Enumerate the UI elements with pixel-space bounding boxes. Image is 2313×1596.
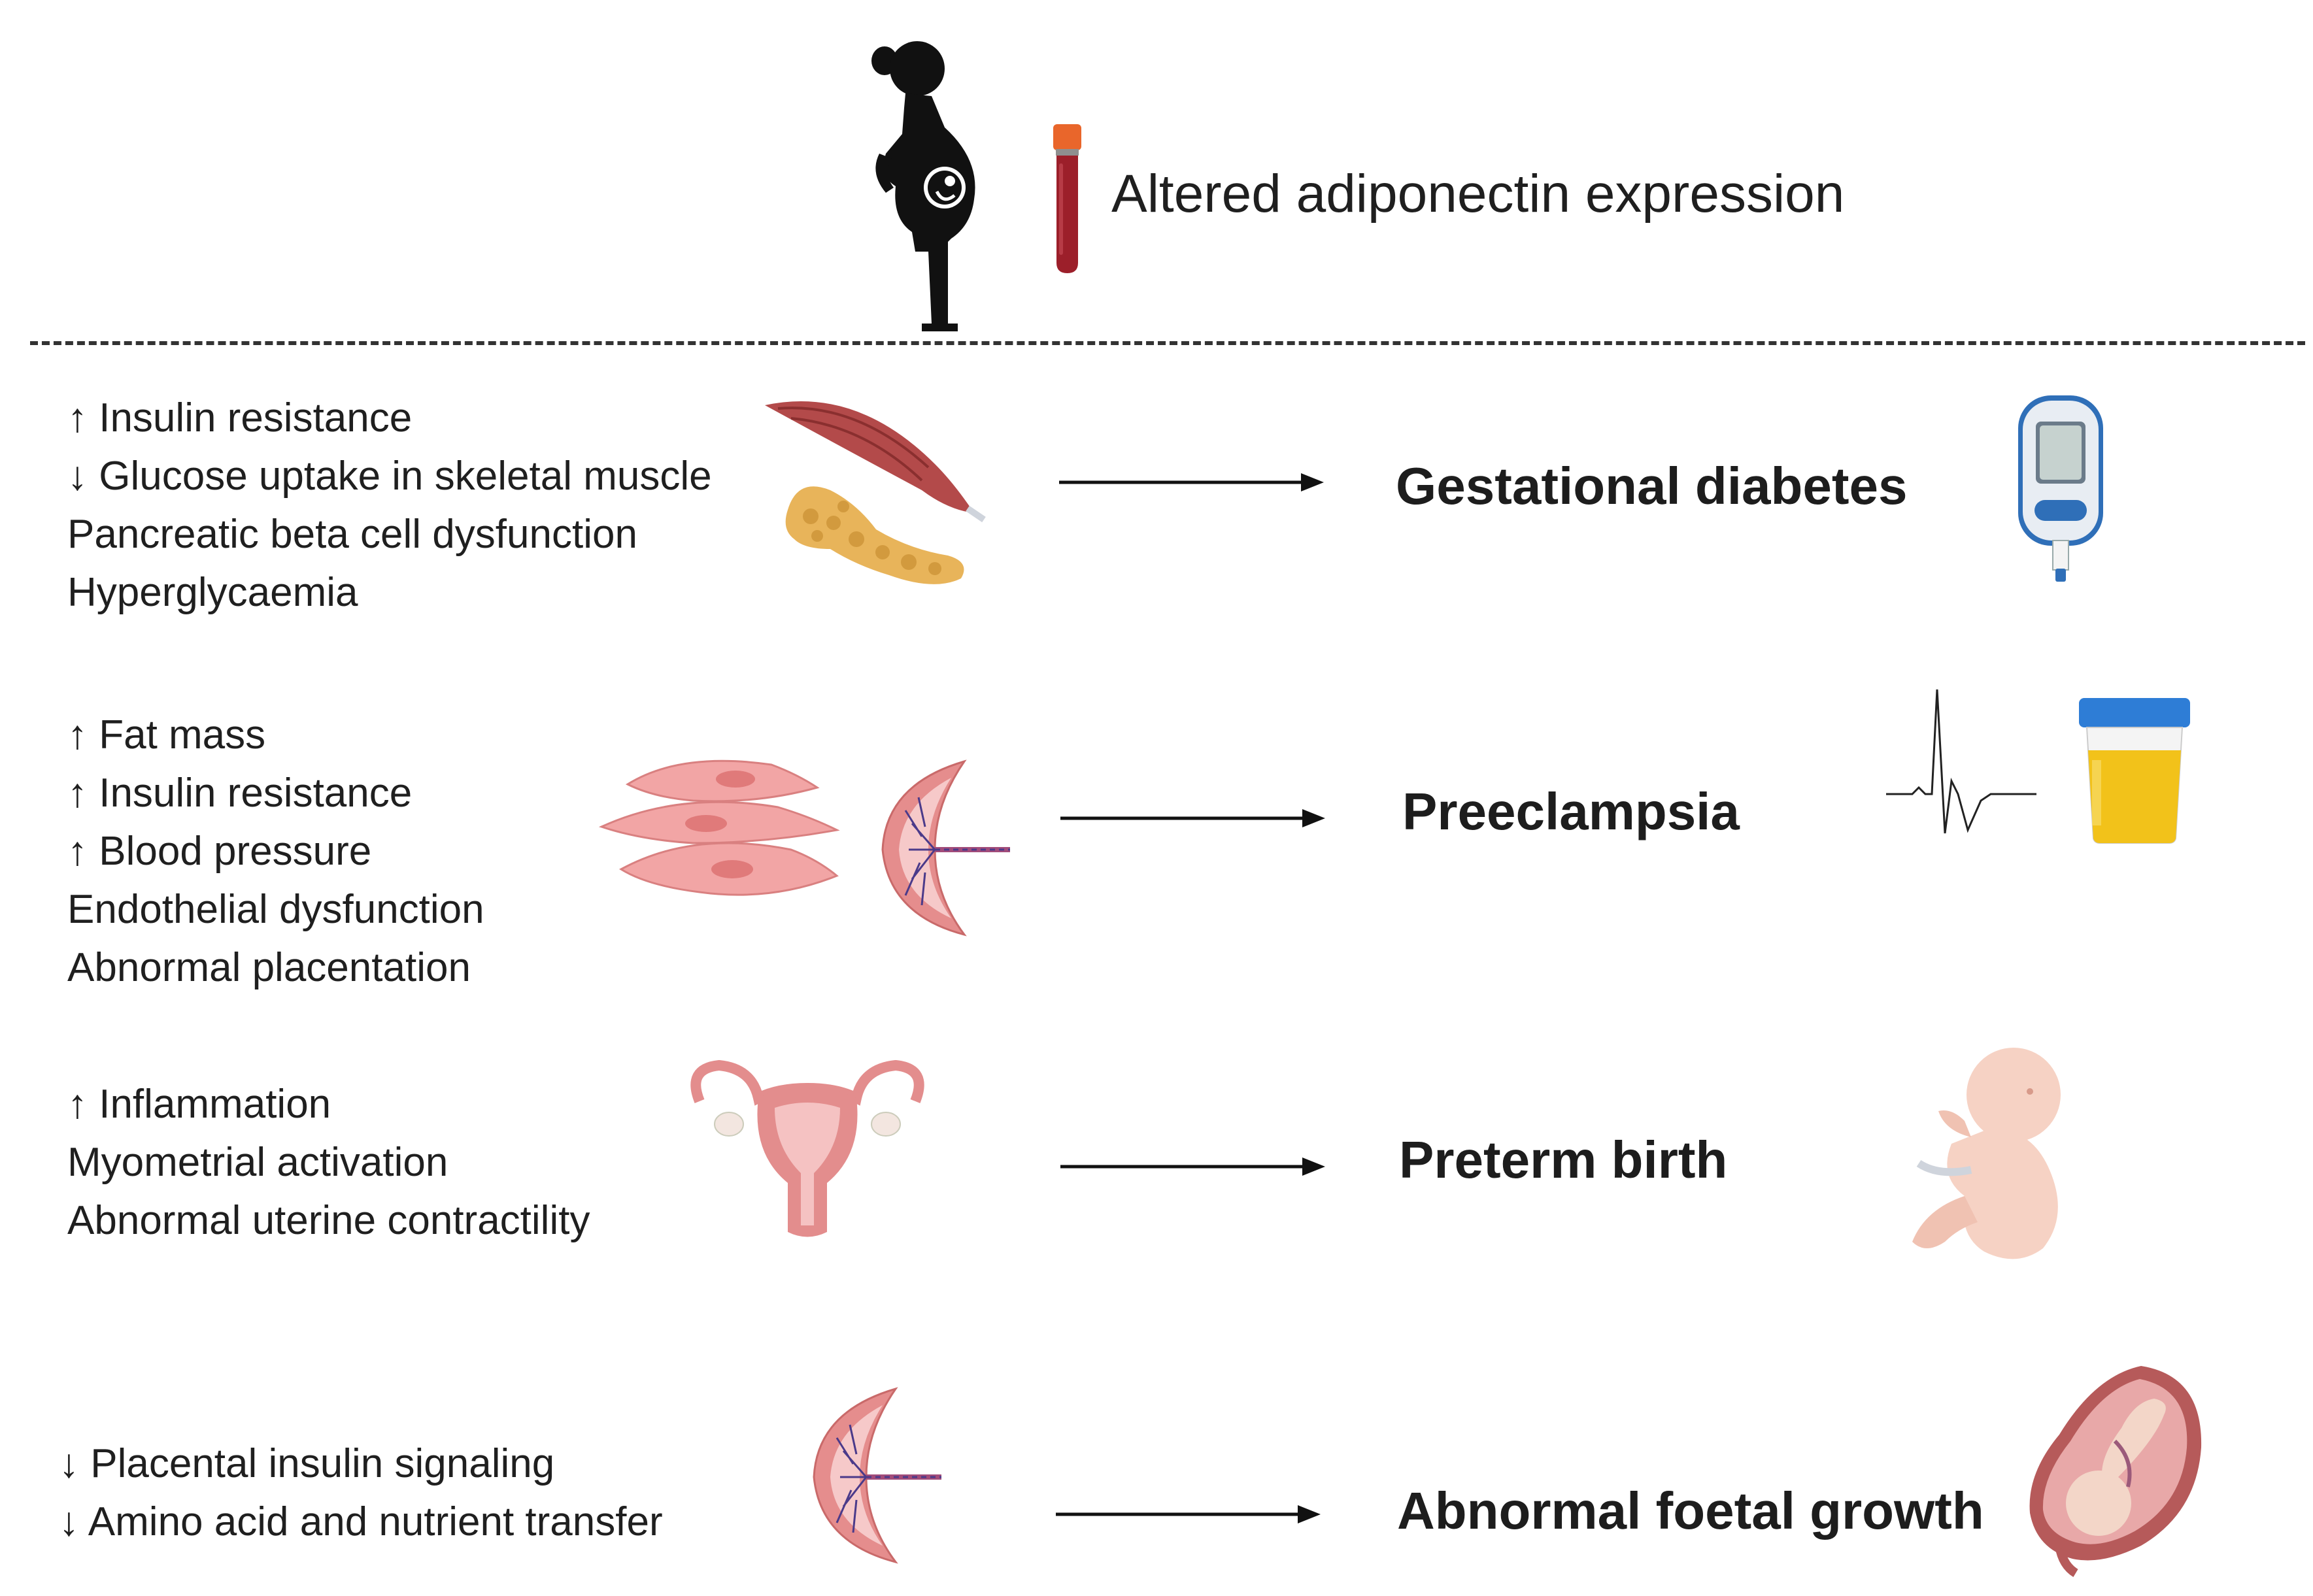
arrow-icon [1056,1505,1321,1523]
placenta-icon [813,1387,941,1564]
factor-item: ↑ Inflammation [67,1082,331,1127]
factor-list: ↓ Placental insulin signaling ↓ Amino ac… [59,1435,663,1551]
factor-item: ↓ Placental insulin signaling [59,1441,555,1486]
factor-item: Abnormal placentation [67,945,471,990]
factor-item: Hyperglycaemia [67,570,358,615]
factor-list: ↑ Insulin resistance ↓ Glucose uptake in… [67,389,712,622]
factor-item: ↓ Glucose uptake in skeletal muscle [67,454,712,499]
skeletal-muscle-icon [765,401,986,523]
fetus-in-womb-icon [2029,1366,2202,1578]
factor-item: Endothelial dysfunction [67,887,484,932]
arrow-icon [1060,809,1325,827]
pancreas-icon [785,486,964,584]
factor-item: ↑ Fat mass [67,712,266,757]
arrow-icon [1059,473,1324,491]
factor-item: ↑ Insulin resistance [67,395,413,441]
urine-cup-icon [2079,698,2190,844]
uterus-icon [690,1059,924,1237]
factor-item: Myometrial activation [67,1140,448,1185]
fetus-icon [1912,1048,2061,1259]
factor-item: Abnormal uterine contractility [67,1198,590,1243]
factor-list: ↑ Inflammation Myometrial activation Abn… [67,1075,590,1250]
ecg-trace-icon [1886,689,2036,834]
pregnant-woman-icon [871,41,975,331]
placenta-icon [881,759,1010,937]
outcome-label: Abnormal foetal growth [1397,1482,1984,1540]
outcome-label: Preeclampsia [1402,782,1740,840]
factor-item: ↓ Amino acid and nutrient transfer [59,1499,663,1544]
glucometer-icon [2018,395,2103,582]
header-title: Altered adiponectin expression [1111,164,1845,224]
outcome-label: Preterm birth [1399,1131,1728,1189]
factor-item: Pancreatic beta cell dysfunction [67,512,637,557]
factor-item: ↑ Blood pressure [67,829,372,874]
section-divider [30,341,2305,345]
factor-item: ↑ Insulin resistance [67,771,413,816]
endothelial-cells-icon [598,759,840,896]
blood-tube-icon [1053,124,1081,273]
outcome-label: Gestational diabetes [1396,457,1908,515]
arrow-icon [1060,1157,1325,1176]
factor-list: ↑ Fat mass ↑ Insulin resistance ↑ Blood … [67,706,484,997]
